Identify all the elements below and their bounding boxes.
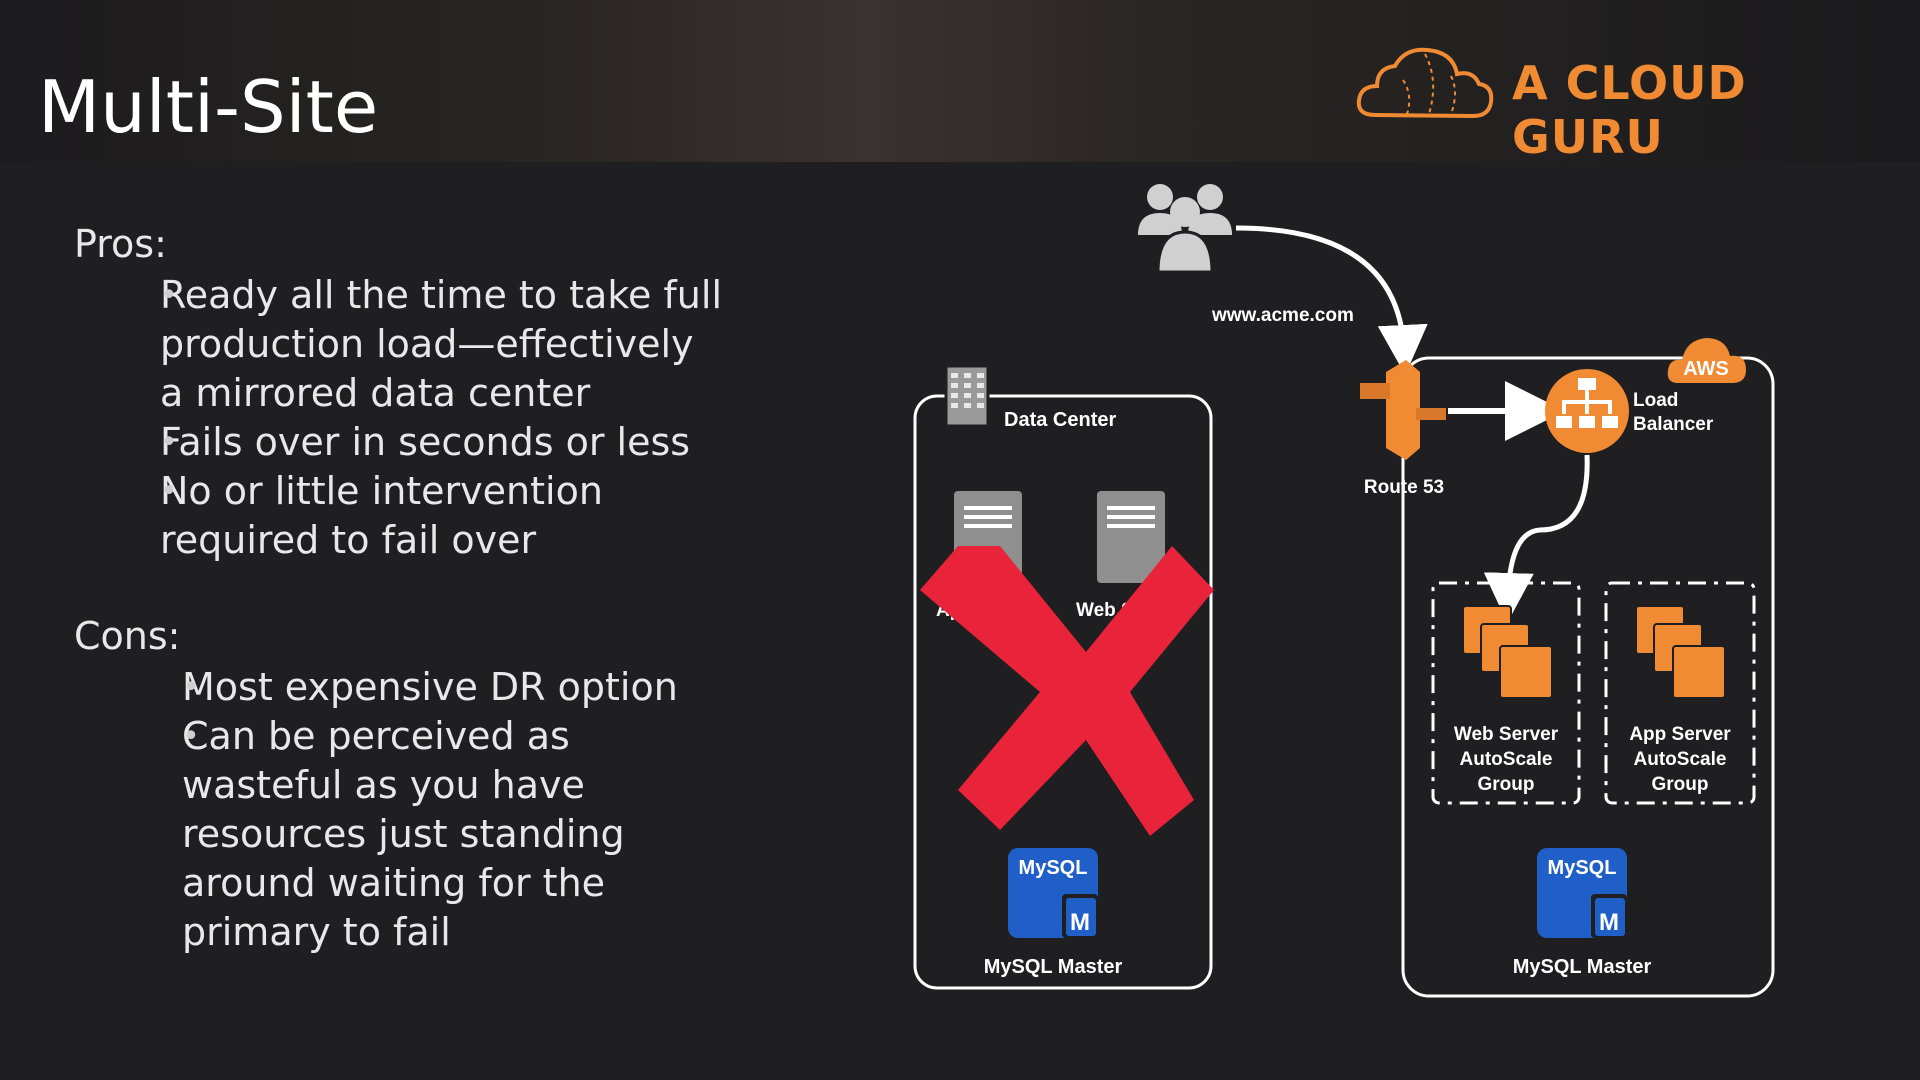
mysql-database-icon: MySQL M	[1537, 848, 1627, 938]
brand-name: A CLOUD GURU	[1512, 56, 1747, 164]
load-balancer-icon	[1545, 369, 1629, 453]
slide-title: Multi-Site	[38, 65, 379, 149]
aws-badge: AWS	[1667, 338, 1746, 383]
cons-item-text: Can be perceived as wasteful as you have…	[182, 714, 625, 954]
list-item: •Fails over in seconds or less	[160, 420, 691, 464]
pros-list: •Ready all the time to take full product…	[124, 271, 724, 565]
cons-heading: Cons:	[74, 614, 181, 658]
mysql-master-letter: M	[1599, 909, 1619, 936]
mysql-database-icon: MySQL M	[1008, 848, 1098, 938]
list-item: •Can be perceived as wasteful as you hav…	[182, 714, 625, 954]
pros-item-text: Ready all the time to take full producti…	[160, 273, 723, 415]
dc-db-label: MySQL Master	[984, 956, 1123, 978]
mysql-icon-text: MySQL	[1548, 857, 1617, 879]
server-icon	[1097, 491, 1165, 583]
list-item: •Ready all the time to take full product…	[160, 273, 723, 415]
list-item: •Most expensive DR option	[182, 665, 678, 709]
brand-logo: A CLOUD GURU	[1355, 40, 1875, 164]
lb-arrow	[1483, 454, 1590, 623]
user-arrow	[1235, 225, 1428, 375]
instances-icon	[1635, 605, 1726, 699]
instances-icon	[1462, 605, 1553, 699]
users-icon	[1138, 184, 1232, 274]
route53-icon	[1360, 360, 1446, 460]
route53-label: Route 53	[1364, 477, 1444, 498]
building-icon	[944, 364, 990, 428]
cloud-logo-icon	[1356, 47, 1494, 119]
aws-region-box	[1401, 356, 1775, 998]
pros-item-text: Fails over in seconds or less	[160, 420, 691, 464]
mysql-icon-text: MySQL	[1019, 857, 1088, 879]
data-center-label: Data Center	[1004, 409, 1116, 431]
cons-item-text: Most expensive DR option	[182, 665, 678, 709]
header-band	[0, 0, 1920, 162]
aws-badge-text: AWS	[1683, 358, 1729, 380]
pros-heading: Pros:	[74, 222, 167, 266]
mysql-master-letter: M	[1070, 909, 1090, 936]
aws-db-label: MySQL Master	[1513, 956, 1652, 978]
cons-list: •Most expensive DR option •Can be percei…	[124, 663, 684, 957]
url-label: www.acme.com	[1211, 305, 1354, 326]
cross-out-icon	[920, 546, 1214, 836]
list-item: •No or little intervention required to f…	[160, 469, 603, 562]
web-asg-box	[1431, 581, 1581, 805]
data-center-box	[913, 394, 1213, 990]
pros-item-text: No or little intervention required to fa…	[160, 469, 603, 562]
app-asg-box	[1604, 581, 1756, 805]
